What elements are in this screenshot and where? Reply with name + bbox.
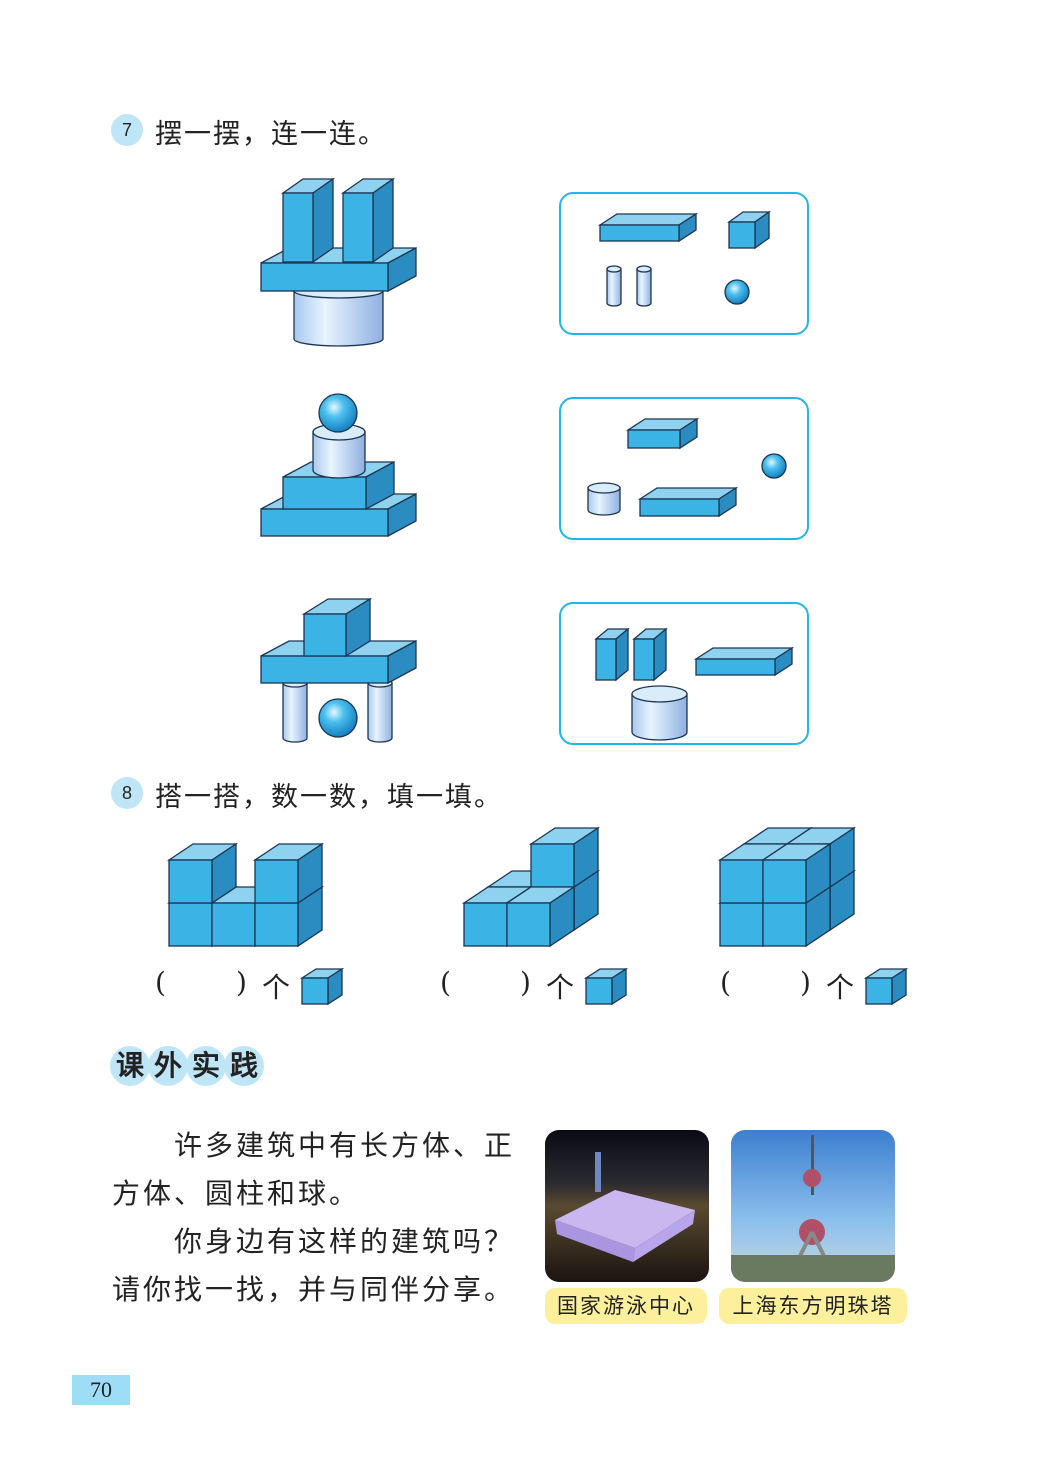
- thin-cylinder-top: [636, 265, 652, 273]
- small-cube-front: [728, 221, 756, 249]
- answer-unit-3: 个: [826, 971, 855, 1004]
- caption-national-aquatics-center: 国家游泳中心: [545, 1288, 707, 1324]
- top-slab-front: [260, 655, 389, 684]
- practice-heading: 课 外 实 践: [110, 1046, 264, 1086]
- unit-cube-front: [719, 902, 764, 947]
- long-box-front: [639, 498, 720, 517]
- middle-box-front: [282, 476, 367, 510]
- pillar-body: [282, 682, 308, 743]
- tall-box-front: [633, 638, 655, 681]
- sphere: [318, 698, 358, 738]
- box-front: [627, 429, 681, 449]
- unit-cube-front: [719, 859, 764, 904]
- tall-box-side: [372, 177, 394, 264]
- practice-heading-char: 课: [110, 1046, 150, 1086]
- tall-box-front: [342, 192, 374, 263]
- unit-cube-front: [506, 902, 551, 947]
- cylinder-body: [312, 431, 366, 479]
- unit-cube-front: [762, 859, 807, 904]
- cylinder-body: [293, 290, 384, 347]
- small-sphere: [761, 453, 787, 479]
- photo-oriental-pearl-tower: [731, 1130, 895, 1282]
- base-slab-front: [260, 508, 389, 537]
- unit-cube-front: [168, 902, 213, 947]
- long-box-front: [599, 224, 680, 242]
- practice-paragraph-1: 许多建筑中有长方体、正方体、圆柱和球。: [112, 1129, 516, 1210]
- unit-cube-icon-front: [301, 977, 329, 1005]
- unit-cube-front: [211, 902, 256, 947]
- unit-cube-front: [254, 902, 299, 947]
- tall-box-front: [282, 192, 314, 263]
- unit-cube-front: [762, 902, 807, 947]
- answer-close-paren-1: ): [236, 966, 247, 999]
- caption-oriental-pearl-tower: 上海东方明珠塔: [719, 1288, 907, 1324]
- long-box-front: [695, 658, 776, 676]
- practice-heading-char: 践: [224, 1046, 264, 1086]
- cylinder-body: [631, 693, 688, 741]
- unit-cube-icon-front: [865, 977, 893, 1005]
- thin-cylinder-body: [636, 268, 652, 307]
- answer-unit-1: 个: [262, 971, 291, 1004]
- sphere: [318, 393, 358, 433]
- unit-cube-front: [168, 859, 213, 904]
- practice-paragraph-2: 你身边有这样的建筑吗？请你找一找，并与同伴分享。: [112, 1225, 516, 1306]
- short-cylinder-body: [587, 487, 621, 516]
- tall-box-front: [595, 638, 617, 681]
- short-cylinder-top: [587, 482, 621, 494]
- answer-open-paren-3: (: [720, 966, 731, 999]
- unit-cube-front: [463, 902, 508, 947]
- answer-close-paren-3: ): [800, 966, 811, 999]
- unit-cube-icon-front: [585, 977, 613, 1005]
- pillar-body: [367, 682, 393, 743]
- unit-cube-front: [254, 859, 299, 904]
- question-number-7: 7: [111, 114, 143, 146]
- cylinder-top: [631, 685, 688, 703]
- answer-open-paren-2: (: [440, 966, 451, 999]
- answer-unit-2: 个: [546, 971, 575, 1004]
- small-sphere: [724, 279, 750, 305]
- answer-open-paren-1: (: [155, 966, 166, 999]
- shape-set-box-2[interactable]: [559, 397, 809, 540]
- question-7-title: 摆一摆，连一连。: [155, 119, 387, 150]
- page-number: 70: [72, 1375, 130, 1405]
- slab-front: [260, 262, 389, 292]
- cube-front: [303, 613, 347, 657]
- practice-heading-char: 实: [186, 1046, 226, 1086]
- question-8-title: 搭一搭，数一数，填一填。: [155, 782, 503, 813]
- photo-national-aquatics-center: [545, 1130, 709, 1282]
- shape-set-box-1[interactable]: [559, 192, 809, 335]
- unit-cube-front: [530, 843, 575, 888]
- shape-set-box-3[interactable]: [559, 602, 809, 745]
- question-number-8: 8: [111, 777, 143, 809]
- practice-heading-char: 外: [148, 1046, 188, 1086]
- thin-cylinder-body: [606, 268, 622, 307]
- thin-cylinder-top: [606, 265, 622, 273]
- tall-box-side: [312, 177, 334, 264]
- answer-close-paren-2: ): [520, 966, 531, 999]
